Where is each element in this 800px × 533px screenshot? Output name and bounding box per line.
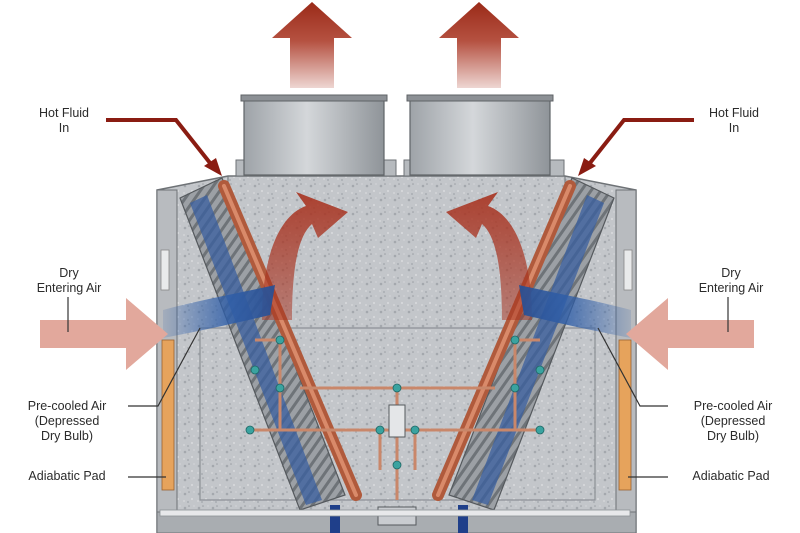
fan-stack-right	[403, 94, 565, 177]
pipe-fittings	[245, 335, 545, 470]
adiabatic-pad-left	[156, 189, 178, 513]
adiabatic-pad-label-right: Adiabatic Pad	[692, 469, 770, 483]
adiabatic-pad-label-left: Adiabatic Pad	[28, 469, 106, 483]
hot-air-curve-left	[262, 192, 348, 320]
hot-fluid-line-left	[106, 118, 222, 176]
coil-bundle-left	[179, 177, 362, 511]
coil-bundle-right	[432, 177, 615, 511]
hot-air-curve-right	[446, 192, 532, 320]
hot-fluid-line-right	[578, 118, 694, 176]
adiabatic-pad-right	[615, 189, 637, 513]
exhaust-arrow-right	[439, 2, 519, 88]
drain-pipes	[159, 505, 631, 533]
leader-lines	[67, 297, 729, 478]
fan-stack-left	[235, 94, 397, 177]
dry-air-arrow-left	[40, 298, 168, 370]
precooled-air-left	[163, 285, 275, 338]
dry-air-arrow-right	[626, 298, 754, 370]
precooled-air-right	[519, 285, 631, 338]
exhaust-arrow-left	[272, 2, 352, 88]
